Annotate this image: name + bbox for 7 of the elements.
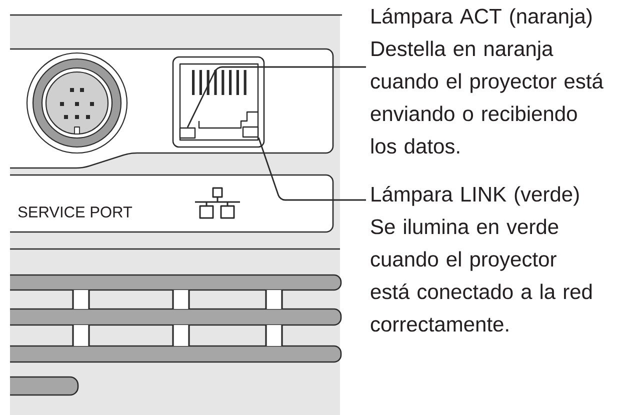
indicator-lamp (242, 126, 259, 138)
indicator-lamp (179, 127, 196, 139)
port-label: SERVICE PORT (18, 206, 132, 218)
callout-text: Lámpara ACT (naranja) Destella en naranja cuando el proyector está enviando o recibiendo los datos. (370, 8, 604, 154)
leader-line (258, 137, 366, 201)
leader-line (186, 66, 366, 128)
callout-text: Lámpara LINK (verde) Se ilumina en verde cuando el proyector está conectado a la red correctamente. (370, 186, 592, 332)
